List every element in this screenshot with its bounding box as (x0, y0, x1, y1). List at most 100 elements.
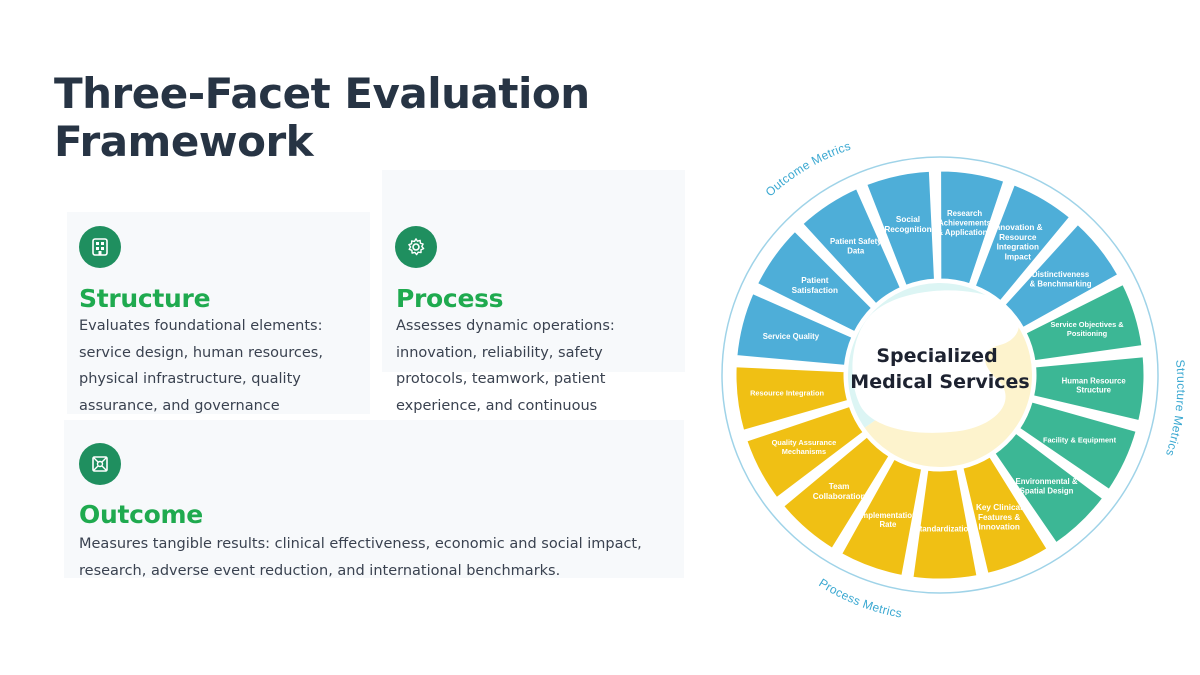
wheel-segment-label-line: Facility & Equipment (1043, 436, 1117, 445)
wheel-segment-label-line: Features & (978, 513, 1020, 522)
wheel-segment-label-line: & Applications (937, 228, 992, 237)
structure-line: Evaluates foundational elements: (79, 318, 323, 334)
structure-line: physical infrastructure, quality (79, 371, 301, 387)
wheel-segment-label: Facility & Equipment (1043, 436, 1117, 445)
wheel-segment-label-line: Spatial Design (1020, 487, 1074, 496)
wheel-segment-label-line: Mechanisms (782, 447, 826, 456)
wheel-segment-process (744, 403, 866, 501)
outcome-title: Outcome (79, 500, 203, 529)
outcome-line: Measures tangible results: clinical effe… (79, 536, 642, 552)
process-title: Process (396, 284, 504, 313)
wheel-segment-label-line: Key Clinical (976, 503, 1022, 512)
ring-label-structure-path: Structure Metrics (1163, 359, 1188, 458)
wheel-segment-structure (992, 430, 1106, 546)
wheel-segment-outcome (754, 228, 875, 335)
ring-label-outcome-path: Outcome Metrics (763, 139, 853, 200)
wheel-segment-label: Service Quality (763, 332, 820, 341)
ring-label-process-path: Process Metrics (816, 576, 903, 621)
wheel-segment-outcome (1002, 221, 1121, 331)
wheel-segment-label-line: Innovation (978, 523, 1019, 532)
wheel-segment-outcome (972, 182, 1073, 304)
structure-card: Structure Evaluates foundational element… (67, 212, 370, 414)
wheel-segment-label-line: Team (829, 482, 850, 491)
outcome-card: Outcome Measures tangible results: clini… (64, 420, 684, 579)
gear-icon (395, 226, 437, 268)
center-blob (852, 290, 1019, 433)
center-hub: Specialized Medical Services (847, 282, 1032, 467)
wheel-segment-outcome (938, 168, 1007, 287)
wheel-segment-label-line: Standardization (915, 525, 974, 534)
structure-line: assurance, and governance (79, 397, 280, 414)
wheel-segment-label-line: Implementation (859, 511, 917, 520)
wheel-segment-process (733, 364, 851, 433)
wheel-segment-label-line: Satisfaction (792, 286, 838, 295)
wheel-segment-structure (1016, 399, 1139, 493)
page-title: Three-Facet Evaluation Framework (54, 70, 590, 166)
wheel-segment-label: Standardization (915, 525, 974, 534)
process-line: experience, and continuous (396, 397, 598, 414)
wheel-segment-label-line: Recognition (884, 225, 931, 234)
wheel-segment-label-line: Integration (997, 243, 1039, 252)
outcome-line: research, adverse event reduction, and i… (79, 562, 561, 579)
title-line-2: Framework (54, 117, 314, 166)
wheel-segment-label-line: Service Quality (763, 332, 820, 341)
wheel-segment-label-line: Positioning (1067, 329, 1108, 338)
wheel-segment-label-line: Research (947, 209, 982, 218)
process-line: protocols, teamwork, patient (396, 371, 606, 387)
wheel-segment-label-line: & Benchmarking (1030, 279, 1092, 288)
wheel-segment-process (960, 454, 1050, 577)
wheel-segment-outcome (864, 168, 938, 288)
wheel-segment-process (838, 456, 925, 579)
wheel-segment-label-line: Service Objectives & (1050, 320, 1124, 329)
structure-description: Evaluates foundational elements: service… (79, 313, 369, 419)
wheel-segment-label-line: Resource Integration (750, 388, 824, 397)
wheel-segment-label: Service Objectives &Positioning (1050, 320, 1124, 338)
structure-line: service design, human resources, (79, 344, 323, 361)
target-icon (79, 443, 121, 485)
process-line: Assesses dynamic operations: (396, 318, 615, 334)
wheel-segment-label-line: Social (896, 215, 920, 224)
wheel-segment-label-line: Rate (879, 520, 897, 529)
wheel-segment-label-line: Patient Safety (830, 237, 882, 246)
wheel-segment-label: Resource Integration (750, 388, 824, 397)
outer-ring (721, 156, 1159, 594)
wheel-segment-label-line: Quality Assurance (772, 438, 837, 447)
outcome-description: Measures tangible results: clinical effe… (79, 531, 679, 584)
wheel-segment-process (780, 434, 892, 552)
process-line: innovation, reliability, safety (396, 344, 603, 361)
wheel-segment-label-line: Resource (999, 233, 1037, 242)
wheel-segment-label-line: Distinctiveness (1032, 270, 1090, 279)
title-line-1: Three-Facet Evaluation (54, 69, 590, 118)
wheel-segment-label-line: Human Resource (1062, 376, 1127, 385)
building-icon (79, 226, 121, 268)
wheel-segment-structure (1031, 354, 1147, 424)
wheel-segment-label-line: Achievements (938, 219, 992, 228)
wheel-segment-label-line: Innovation & (993, 223, 1043, 232)
ring-label-outcome: Outcome Metrics (763, 139, 853, 200)
wheel-segment-label-line: Data (847, 246, 865, 255)
center-label-line-2: Medical Services (850, 371, 1029, 393)
wheel-segment-label-line: Collaboration (813, 492, 866, 501)
wheel-segment-structure (1023, 281, 1145, 364)
wheel-segment-label-line: Impact (1005, 253, 1032, 262)
wheel-segment-process (910, 466, 980, 582)
center-label-line-1: Specialized (876, 345, 997, 367)
wheel-segment-label-line: Environmental & (1016, 477, 1078, 486)
process-description: Assesses dynamic operations: innovation,… (396, 313, 686, 419)
process-card: Process Assesses dynamic operations: inn… (382, 170, 685, 414)
wheel-segment-label: Distinctiveness& Benchmarking (1030, 270, 1092, 288)
wheel-segment-label-line: Patient (801, 276, 829, 285)
ring-label-process: Process Metrics (816, 576, 903, 621)
wheel-segment-label: Environmental &Spatial Design (1016, 477, 1078, 495)
